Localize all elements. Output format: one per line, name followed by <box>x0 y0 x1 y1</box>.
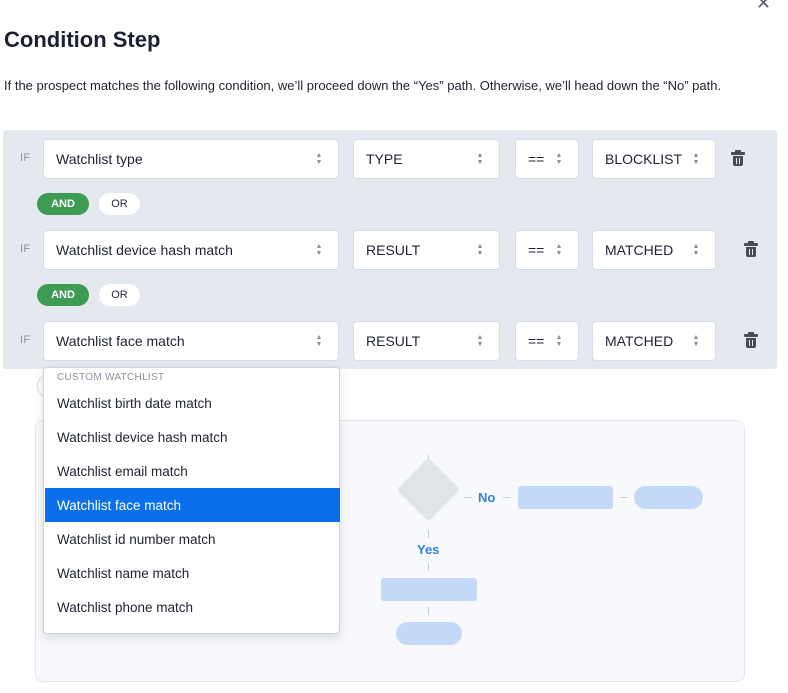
dialog-title: Condition Step <box>4 27 161 52</box>
dropdown-option[interactable]: Watchlist birth date match <box>57 395 212 411</box>
operator-select-value: == <box>528 151 545 167</box>
chevron-updown-icon: ▲▼ <box>692 334 700 348</box>
chevron-updown-icon: ▲▼ <box>315 152 323 166</box>
if-label: IF <box>20 243 31 255</box>
yes-path-end-block <box>396 622 462 645</box>
field-select-value: Watchlist face match <box>56 333 185 349</box>
chevron-updown-icon: ▲▼ <box>692 152 700 166</box>
field-select-value: Watchlist device hash match <box>56 242 233 258</box>
dropdown-option[interactable]: Watchlist name match <box>57 565 190 581</box>
dropdown-option[interactable]: Watchlist device hash match <box>57 429 228 445</box>
no-path-end-block <box>634 486 703 509</box>
chevron-updown-icon: ▲▼ <box>315 334 323 348</box>
chevron-updown-icon: ▲▼ <box>476 152 484 166</box>
operator-select[interactable]: == ▲▼ <box>515 139 579 179</box>
dropdown-option[interactable]: Watchlist email match <box>57 463 188 479</box>
dropdown-option[interactable]: Watchlist phone match <box>57 599 194 615</box>
value-select[interactable]: MATCHED ▲▼ <box>592 230 716 270</box>
connector-line <box>620 497 628 498</box>
condition-row: IF Watchlist face match ▲▼ RESULT ▲▼ == … <box>3 321 777 365</box>
chevron-updown-icon: ▲▼ <box>476 243 484 257</box>
operator-select[interactable]: == ▲▼ <box>515 230 579 270</box>
field-select[interactable]: Watchlist type ▲▼ <box>43 139 339 179</box>
field-select[interactable]: Watchlist face match ▲▼ <box>43 321 339 361</box>
no-path-step-block <box>518 486 613 509</box>
yes-path-label: Yes <box>417 542 440 557</box>
and-button[interactable]: AND <box>37 193 89 215</box>
connector-line <box>503 497 511 498</box>
connector-line <box>464 497 472 498</box>
connector-line <box>428 607 429 615</box>
field-select-value: Watchlist type <box>56 151 143 167</box>
operator-select-value: == <box>528 242 545 258</box>
chevron-updown-icon: ▲▼ <box>555 334 563 348</box>
value-select-value: MATCHED <box>605 333 674 349</box>
and-or-toggle: AND OR <box>37 284 140 306</box>
condition-row: IF Watchlist device hash match ▲▼ RESULT… <box>3 230 777 274</box>
value-select[interactable]: MATCHED ▲▼ <box>592 321 716 361</box>
trash-icon[interactable] <box>744 332 758 349</box>
dialog-description: If the prospect matches the following co… <box>4 78 722 93</box>
or-button[interactable]: OR <box>99 193 140 215</box>
condition-row: IF Watchlist type ▲▼ TYPE ▲▼ == ▲▼ BLOCK… <box>3 139 777 183</box>
if-label: IF <box>20 334 31 346</box>
dropdown-option[interactable]: Watchlist id number match <box>57 531 216 547</box>
operator-select[interactable]: == ▲▼ <box>515 321 579 361</box>
value-select[interactable]: BLOCKLIST ▲▼ <box>592 139 716 179</box>
chevron-updown-icon: ▲▼ <box>692 243 700 257</box>
yes-path-step-block <box>381 578 477 601</box>
attribute-select-value: TYPE <box>366 151 403 167</box>
trash-icon[interactable] <box>731 150 745 167</box>
attribute-select[interactable]: TYPE ▲▼ <box>353 139 500 179</box>
attribute-select-value: RESULT <box>366 333 421 349</box>
or-button[interactable]: OR <box>99 284 140 306</box>
if-label: IF <box>20 152 31 164</box>
conditions-panel: IF Watchlist type ▲▼ TYPE ▲▼ == ▲▼ BLOCK… <box>3 130 777 369</box>
attribute-select[interactable]: RESULT ▲▼ <box>353 230 500 270</box>
connector-line <box>428 563 429 571</box>
dropdown-group-label: CUSTOM WATCHLIST <box>57 372 165 383</box>
trash-icon[interactable] <box>744 241 758 258</box>
and-or-toggle: AND OR <box>37 193 140 215</box>
operator-select-value: == <box>528 333 545 349</box>
no-path-label: No <box>478 490 496 505</box>
and-button[interactable]: AND <box>37 284 89 306</box>
chevron-updown-icon: ▲▼ <box>476 334 484 348</box>
field-dropdown-menu: CUSTOM WATCHLIST Watchlist birth date ma… <box>43 367 340 634</box>
value-select-value: MATCHED <box>605 242 674 258</box>
field-select[interactable]: Watchlist device hash match ▲▼ <box>43 230 339 270</box>
attribute-select-value: RESULT <box>366 242 421 258</box>
value-select-value: BLOCKLIST <box>605 151 683 167</box>
chevron-updown-icon: ▲▼ <box>555 152 563 166</box>
close-icon[interactable]: ✕ <box>756 0 772 13</box>
chevron-updown-icon: ▲▼ <box>555 243 563 257</box>
attribute-select[interactable]: RESULT ▲▼ <box>353 321 500 361</box>
dropdown-option-selected[interactable]: Watchlist face match <box>45 488 340 522</box>
connector-line <box>428 530 429 538</box>
chevron-updown-icon: ▲▼ <box>315 243 323 257</box>
